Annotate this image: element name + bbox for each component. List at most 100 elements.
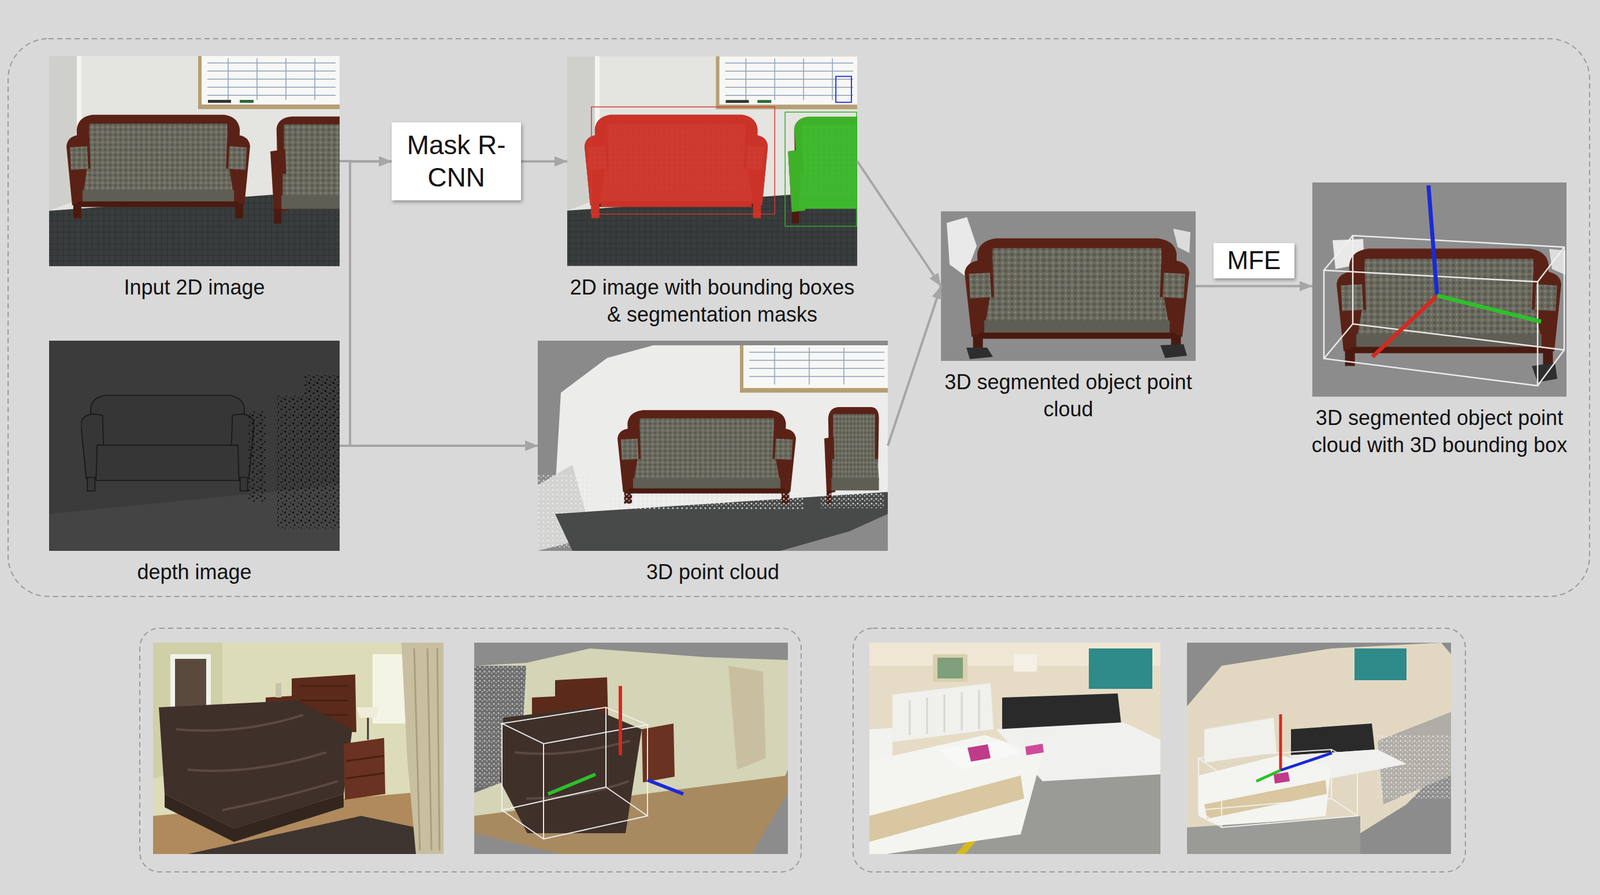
illustration xyxy=(1352,235,1565,351)
illustration xyxy=(555,492,888,552)
illustration xyxy=(1204,780,1327,820)
illustration xyxy=(474,648,788,855)
caption: Input 2D image xyxy=(44,274,345,302)
illustration xyxy=(892,683,994,743)
caption: 3D point cloud xyxy=(551,559,875,587)
image-panel: Input 2D image xyxy=(49,56,340,267)
illustration xyxy=(1372,295,1438,357)
illustration xyxy=(49,56,356,267)
illustration xyxy=(176,715,338,811)
illustration xyxy=(584,114,768,219)
illustration xyxy=(938,741,1021,770)
illustration xyxy=(1204,717,1277,764)
caption: depth image xyxy=(44,559,345,587)
illustration xyxy=(1187,642,1451,855)
illustration xyxy=(1088,648,1153,690)
caption: 2D image with bounding boxes & segmentat… xyxy=(562,274,863,329)
illustration xyxy=(8,38,1590,597)
illustration xyxy=(356,707,380,718)
image-panel: 2D image with bounding boxes & segmentat… xyxy=(567,56,858,267)
illustration xyxy=(1173,228,1191,253)
caption: 3D segmented object point cloud with 3D … xyxy=(1295,404,1584,460)
illustration xyxy=(937,657,963,679)
arrow-connector xyxy=(339,161,538,446)
illustration xyxy=(869,735,1043,855)
illustration xyxy=(869,775,1025,843)
illustration xyxy=(537,340,888,552)
illustration xyxy=(647,780,684,795)
image-panel: 3D segmented object point cloud with 3D … xyxy=(1312,182,1567,397)
illustration xyxy=(1013,654,1037,672)
illustration xyxy=(739,345,888,393)
illustration xyxy=(728,665,766,770)
illustration xyxy=(80,395,255,492)
illustration xyxy=(1323,270,1538,386)
illustration xyxy=(618,686,623,756)
illustration xyxy=(1323,235,1565,386)
illustration xyxy=(824,407,880,504)
illustration xyxy=(501,787,648,840)
illustration xyxy=(966,347,993,360)
illustration xyxy=(474,642,788,855)
illustration xyxy=(474,642,788,855)
illustration xyxy=(537,340,888,552)
illustration xyxy=(967,744,991,762)
illustration xyxy=(1187,642,1451,855)
connector-layer xyxy=(339,161,1313,446)
illustration xyxy=(591,106,775,215)
illustration xyxy=(1428,185,1438,296)
edge-label: MFE xyxy=(1213,243,1296,279)
illustration xyxy=(139,628,802,873)
image-panel: depth image xyxy=(49,340,340,552)
illustration xyxy=(49,340,340,552)
illustration xyxy=(1354,648,1407,681)
illustration xyxy=(1280,753,1332,771)
illustration xyxy=(248,410,266,503)
illustration xyxy=(49,56,356,267)
illustration xyxy=(853,628,1466,873)
illustration xyxy=(1256,770,1281,782)
illustration xyxy=(1198,749,1358,828)
illustration xyxy=(784,112,857,227)
illustration xyxy=(835,76,852,103)
illustration xyxy=(414,648,440,851)
illustration xyxy=(964,238,1190,352)
process-box: Mask R-CNN xyxy=(391,122,522,201)
illustration xyxy=(869,642,1161,855)
illustration xyxy=(1549,248,1566,275)
illustration xyxy=(1279,714,1283,771)
illustration xyxy=(367,717,370,740)
illustration xyxy=(1025,743,1044,756)
illustration xyxy=(617,410,796,504)
illustration xyxy=(612,492,804,510)
illustration xyxy=(501,707,648,840)
illustration xyxy=(1160,344,1188,359)
illustration xyxy=(567,56,874,266)
illustration xyxy=(555,345,888,515)
illustration xyxy=(153,642,444,855)
illustration xyxy=(820,492,885,509)
illustration xyxy=(1198,798,1358,828)
image-panel: 3D point cloud xyxy=(537,340,888,552)
illustration xyxy=(641,723,675,783)
arrow-connector xyxy=(1195,285,1313,288)
illustration xyxy=(940,211,1196,362)
illustration xyxy=(303,375,340,445)
image-panel: 3D segmented object point cloud xyxy=(940,211,1196,362)
illustration xyxy=(932,654,968,683)
illustration xyxy=(1437,295,1542,322)
caption: 3D segmented object point cloud xyxy=(941,369,1196,424)
illustration xyxy=(1312,182,1567,397)
arrow-connector xyxy=(521,160,568,163)
illustration xyxy=(501,707,648,744)
illustration xyxy=(345,756,385,779)
illustration xyxy=(749,347,885,385)
arrow-connector xyxy=(857,161,941,287)
illustration xyxy=(1336,248,1562,366)
illustration xyxy=(49,340,340,552)
arrow-connector xyxy=(887,286,941,447)
illustration xyxy=(501,707,648,840)
